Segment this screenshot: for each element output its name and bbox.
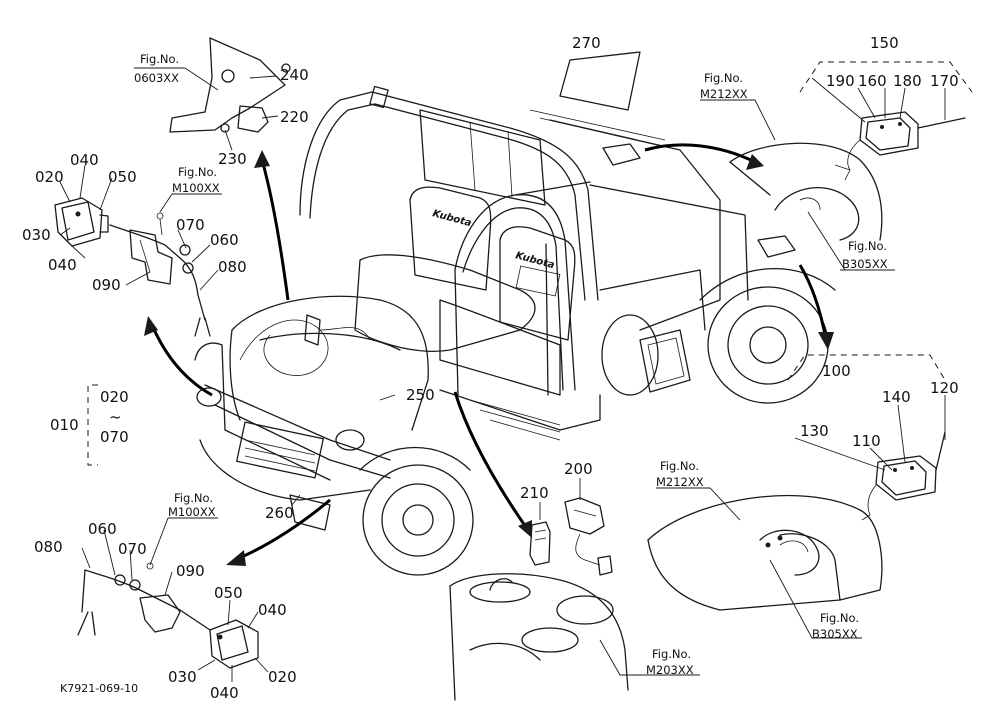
rear-fender-upper-drawing bbox=[729, 142, 883, 241]
callout-130: 130 bbox=[800, 422, 829, 440]
svg-text:Kubota: Kubota bbox=[431, 208, 473, 229]
callout-020-top: 020 bbox=[35, 168, 64, 186]
fig-ref-label-1: Fig.No. bbox=[140, 52, 179, 66]
callout-150: 150 bbox=[870, 34, 899, 52]
callout-180: 180 bbox=[893, 72, 922, 90]
horn-bracket-assembly bbox=[169, 37, 291, 133]
callout-160: 160 bbox=[858, 72, 887, 90]
callout-110: 110 bbox=[852, 432, 881, 450]
callout-010: 010 bbox=[50, 416, 79, 434]
callout-170: 170 bbox=[930, 72, 959, 90]
callout-220: 220 bbox=[280, 108, 309, 126]
fig-ref-label-7: Fig.No. bbox=[820, 611, 859, 625]
callout-060-bottom: 060 bbox=[88, 520, 117, 538]
fig-ref-label-3: Fig.No. bbox=[704, 71, 743, 85]
headlight-left-assembly bbox=[54, 197, 211, 337]
callout-numbers: 270 240 220 230 040 020 050 030 040 070 … bbox=[22, 34, 959, 702]
callout-040-top: 040 bbox=[70, 151, 99, 169]
callout-230: 230 bbox=[218, 150, 247, 168]
callout-100: 100 bbox=[822, 362, 851, 380]
callout-020-bottom: 020 bbox=[268, 668, 297, 686]
fig-ref-label-8: Fig.No. bbox=[652, 647, 691, 661]
callout-030-top: 030 bbox=[22, 226, 51, 244]
figure-references: Fig.No. 0603XX Fig.No. M100XX Fig.No. M2… bbox=[134, 52, 888, 677]
drawing-code: K7921-069-10 bbox=[60, 682, 138, 695]
callout-060-top: 060 bbox=[210, 231, 239, 249]
decal-270 bbox=[559, 51, 641, 111]
callout-140: 140 bbox=[882, 388, 911, 406]
switch-assembly bbox=[529, 497, 613, 576]
callout-080-top: 080 bbox=[218, 258, 247, 276]
tail-light-lower-assembly bbox=[861, 431, 946, 521]
callout-190: 190 bbox=[826, 72, 855, 90]
fig-ref-number-3: M212XX bbox=[700, 87, 748, 101]
callout-030-bottom: 030 bbox=[168, 668, 197, 686]
tail-light-upper-assembly bbox=[602, 111, 966, 258]
callout-240: 240 bbox=[280, 66, 309, 84]
callout-010-tilde: ~ bbox=[109, 408, 122, 426]
rear-fender-drawing bbox=[647, 494, 883, 611]
fig-ref-label-5: Fig.No. bbox=[174, 491, 213, 505]
callout-260: 260 bbox=[265, 504, 294, 522]
callout-050-top: 050 bbox=[108, 168, 137, 186]
fig-ref-number-4: B305XX bbox=[842, 257, 888, 271]
fig-ref-number-2: M100XX bbox=[172, 181, 220, 195]
fig-ref-number-6: M212XX bbox=[656, 475, 704, 489]
utility-vehicle-drawing: Kubota Kubota bbox=[194, 85, 836, 576]
callout-040-bottom: 040 bbox=[258, 601, 287, 619]
fig-ref-label-2: Fig.No. bbox=[178, 165, 217, 179]
callout-050-bottom: 050 bbox=[214, 584, 243, 602]
callout-080-bottom: 080 bbox=[34, 538, 63, 556]
callout-010-from: 020 bbox=[100, 388, 129, 406]
fig-ref-number-8: M203XX bbox=[646, 663, 694, 677]
fig-ref-label-4: Fig.No. bbox=[848, 239, 887, 253]
callout-270: 270 bbox=[572, 34, 601, 52]
fig-ref-label-6: Fig.No. bbox=[660, 459, 699, 473]
callout-070-bottom: 070 bbox=[118, 540, 147, 558]
fig-ref-number-7: B305XX bbox=[812, 627, 858, 641]
leader-lines bbox=[59, 67, 946, 682]
callout-120: 120 bbox=[930, 379, 959, 397]
callout-070-top: 070 bbox=[176, 216, 205, 234]
callout-090-bottom: 090 bbox=[176, 562, 205, 580]
callout-040-top-b: 040 bbox=[48, 256, 77, 274]
callout-010-to: 070 bbox=[100, 428, 129, 446]
direction-arrows bbox=[144, 143, 834, 566]
callout-210: 210 bbox=[520, 484, 549, 502]
callout-040-bottom-b: 040 bbox=[210, 684, 239, 702]
group-brackets bbox=[87, 61, 973, 466]
fig-ref-number-5: M100XX bbox=[168, 505, 216, 519]
callout-250: 250 bbox=[406, 386, 435, 404]
callout-200: 200 bbox=[564, 460, 593, 478]
dashboard-drawing bbox=[449, 573, 629, 701]
callout-090-top: 090 bbox=[92, 276, 121, 294]
fig-ref-number-1: 0603XX bbox=[134, 71, 179, 85]
headlight-right-assembly bbox=[77, 562, 259, 669]
